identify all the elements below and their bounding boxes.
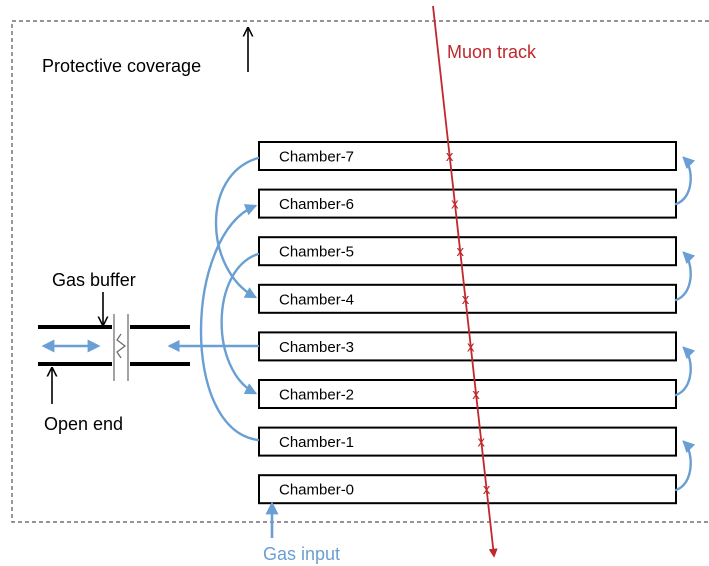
- gas-flow-connector-4-5: [674, 251, 696, 302]
- chamber-4-hit-marker: x: [462, 291, 470, 308]
- gas-flow-connector-0-1: [674, 440, 696, 492]
- gas-flow-connector-1-6: [199, 204, 260, 442]
- gas-buffer-label: Gas buffer: [52, 270, 136, 290]
- chamber-1-hit-marker: x: [478, 434, 486, 451]
- chamber-4-label: Chamber-4: [279, 291, 354, 308]
- chamber-1-label: Chamber-1: [279, 434, 354, 451]
- chamber-7-hit-marker: x: [446, 148, 454, 165]
- chamber-0-label: Chamber-0: [279, 482, 354, 499]
- chamber-0-hit-marker: x: [483, 481, 491, 498]
- chamber-5-label: Chamber-5: [279, 244, 354, 261]
- chamber-3-box: [258, 331, 677, 362]
- muon-track-line: [432, 5, 498, 558]
- chamber-2-label: Chamber-2: [279, 387, 354, 404]
- gas-input-label: Gas input: [263, 544, 340, 564]
- chamber-7-label: Chamber-7: [279, 149, 354, 166]
- chamber-5-box: [258, 236, 677, 267]
- chamber-7-box: [258, 141, 677, 171]
- chamber-5-hit-marker: x: [456, 243, 464, 260]
- chamber-2-hit-marker: x: [472, 386, 480, 403]
- gas-buffer-pipe: [38, 314, 190, 381]
- muon-hit-markers: x x x x x x x x: [446, 148, 491, 498]
- gas-flow-connector-6-7: [674, 156, 696, 206]
- chamber-3-label: Chamber-3: [279, 339, 354, 356]
- chamber-6-label: Chamber-6: [279, 196, 354, 213]
- muon-track-label: Muon track: [447, 42, 537, 62]
- protective-coverage-boundary: [11, 20, 709, 523]
- chamber-6-hit-marker: x: [451, 196, 459, 213]
- chamber-1-box: [258, 426, 677, 457]
- chamber-6-box: [258, 188, 677, 219]
- gas-flow-connector-5-2: [220, 252, 260, 395]
- open-end-label: Open end: [44, 414, 123, 434]
- protective-coverage-label: Protective coverage: [42, 56, 201, 76]
- gas-flow-connector-2-3: [674, 346, 696, 397]
- gas-flow-connector-7-4: [214, 156, 260, 299]
- chamber-3-hit-marker: x: [467, 338, 475, 355]
